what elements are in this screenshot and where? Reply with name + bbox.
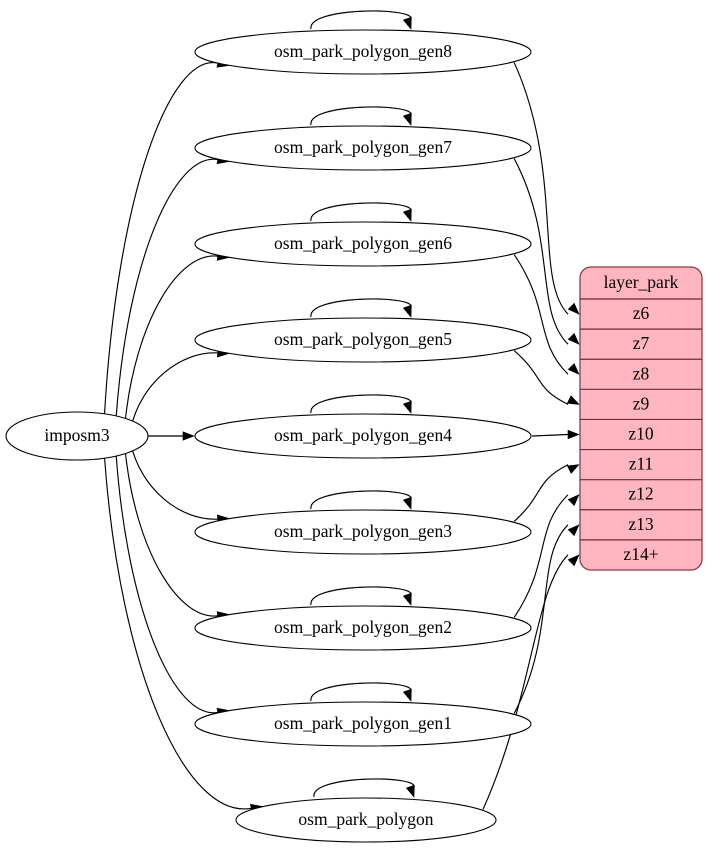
node-gen6-label: osm_park_polygon_gen6 [274, 233, 452, 253]
record-node-layer-park[interactable]: layer_park z6 z7 z8 z9 z10 z11 z12 z13 z14+ [579, 266, 703, 571]
node-gen6[interactable]: osm_park_polygon_gen6 [194, 221, 532, 267]
nodes-layer: imposm3 osm_park_polygon_gen8 osm_park_pol… [5, 29, 532, 843]
node-gen3-label: osm_park_polygon_gen3 [274, 521, 452, 541]
edge-gen7-z7 [513, 158, 569, 345]
record-layer: layer_park z6 z7 z8 z9 z10 z11 z12 z13 z14+ [579, 266, 703, 571]
edge-imposm3-gen3 [129, 442, 219, 520]
self-loop-base [313, 778, 415, 798]
record-row-label-z8: z8 [633, 363, 650, 383]
node-gen5-shape[interactable] [194, 317, 532, 363]
node-gen2-label: osm_park_polygon_gen2 [274, 617, 452, 637]
node-gen1[interactable]: osm_park_polygon_gen1 [194, 701, 532, 747]
node-gen5[interactable]: osm_park_polygon_gen5 [194, 317, 532, 363]
arrowhead-self-loop-gen3 [402, 496, 412, 510]
node-gen7[interactable]: osm_park_polygon_gen7 [194, 125, 532, 171]
record-row-z13[interactable]: z13 [580, 510, 702, 540]
arrowhead-base-z14+ [567, 554, 580, 567]
arrowhead-self-loop-gen5 [402, 304, 412, 318]
record-row-label-z14+: z14+ [623, 544, 658, 564]
record-row-z14+[interactable]: z14+ [580, 540, 702, 570]
node-gen2-shape[interactable] [194, 605, 532, 651]
edges-layer [103, 10, 580, 813]
edge-imposm3-base [103, 457, 252, 810]
node-gen3[interactable]: osm_park_polygon_gen3 [194, 509, 532, 555]
record-row-label-z9: z9 [633, 393, 650, 413]
node-gen7-shape[interactable] [194, 125, 532, 171]
edge-imposm3-gen8 [103, 62, 219, 415]
self-loop-gen4 [310, 394, 412, 414]
record-header-label: layer_park [604, 272, 679, 292]
node-base-shape[interactable] [235, 797, 497, 843]
edge-imposm3-gen1 [115, 453, 219, 714]
record-row-z8[interactable]: z8 [580, 359, 702, 389]
edge-imposm3-gen2 [124, 448, 219, 617]
record-row-z10[interactable]: z10 [580, 419, 702, 449]
node-gen4-shape[interactable] [194, 413, 532, 459]
self-loop-gen3 [310, 490, 412, 510]
arrowhead-gen6-z8 [567, 363, 580, 375]
arrowhead-gen1-z13 [567, 524, 580, 537]
arrowhead-self-loop-gen8 [402, 16, 412, 30]
node-gen7-label: osm_park_polygon_gen7 [274, 137, 452, 157]
arrowhead-self-loop-base [405, 784, 415, 798]
edge-imposm3-gen6 [124, 255, 219, 424]
arrowhead-self-loop-gen4 [402, 400, 412, 414]
self-loop-gen7 [310, 106, 412, 126]
self-loop-gen2 [310, 586, 412, 606]
record-row-z11[interactable]: z11 [580, 450, 702, 480]
arrowhead-self-loop-gen7 [402, 112, 412, 126]
node-gen2[interactable]: osm_park_polygon_gen2 [194, 605, 532, 651]
node-gen5-label: osm_park_polygon_gen5 [274, 329, 452, 349]
edge-gen8-z6 [513, 62, 569, 315]
node-gen4-label: osm_park_polygon_gen4 [274, 425, 452, 445]
node-gen1-shape[interactable] [194, 701, 532, 747]
arrowhead-gen8-z6 [567, 302, 580, 315]
arrowhead-self-loop-gen1 [402, 688, 412, 702]
edge-gen6-z8 [513, 254, 569, 375]
node-gen3-shape[interactable] [194, 509, 532, 555]
edge-gen5-z9 [513, 350, 569, 405]
node-base[interactable]: osm_park_polygon [235, 797, 497, 843]
node-base-label: osm_park_polygon [298, 809, 433, 829]
edge-gen4-z10 [531, 433, 569, 437]
record-row-label-z7: z7 [633, 333, 650, 353]
arrowhead-gen2-z12 [567, 494, 580, 506]
arrowhead-self-loop-gen6 [402, 208, 412, 222]
record-outline[interactable] [579, 266, 703, 571]
arrowhead-gen3-z11 [566, 464, 580, 474]
arrowhead-imposm3-gen4 [182, 431, 195, 441]
edge-imposm3-gen7 [115, 158, 219, 419]
edge-gen2-z12 [513, 494, 569, 618]
edge-gen3-z11 [513, 464, 569, 522]
arrowhead-gen7-z7 [567, 332, 580, 345]
node-imposm3-label: imposm3 [44, 425, 109, 445]
record-row-label-z11: z11 [629, 454, 654, 474]
self-loop-gen8 [310, 10, 412, 30]
record-row-label-z13: z13 [628, 514, 654, 534]
node-gen8[interactable]: osm_park_polygon_gen8 [194, 29, 532, 75]
node-gen6-shape[interactable] [194, 221, 532, 267]
record-row-z12[interactable]: z12 [580, 480, 702, 510]
self-loop-gen5 [310, 298, 412, 318]
arrowhead-gen5-z9 [566, 395, 580, 405]
node-imposm3[interactable]: imposm3 [5, 411, 149, 461]
self-loop-gen1 [310, 682, 412, 702]
arrowhead-gen4-z10 [567, 429, 580, 440]
arrowhead-self-loop-gen2 [402, 592, 412, 606]
record-row-z9[interactable]: z9 [580, 389, 702, 419]
node-gen4[interactable]: osm_park_polygon_gen4 [194, 413, 532, 459]
node-gen8-label: osm_park_polygon_gen8 [274, 41, 452, 61]
node-gen1-label: osm_park_polygon_gen1 [274, 713, 452, 733]
record-row-label-z12: z12 [628, 484, 653, 504]
record-row-label-z10: z10 [628, 424, 654, 444]
node-imposm3-shape[interactable] [5, 411, 149, 461]
record-row-z7[interactable]: z7 [580, 329, 702, 359]
record-row-label-z6: z6 [633, 303, 650, 323]
node-gen8-shape[interactable] [194, 29, 532, 75]
edge-imposm3-gen5 [129, 352, 219, 430]
self-loop-gen6 [310, 202, 412, 222]
edge-base-z14+ [482, 554, 569, 810]
record-row-z6[interactable]: z6 [580, 299, 702, 329]
